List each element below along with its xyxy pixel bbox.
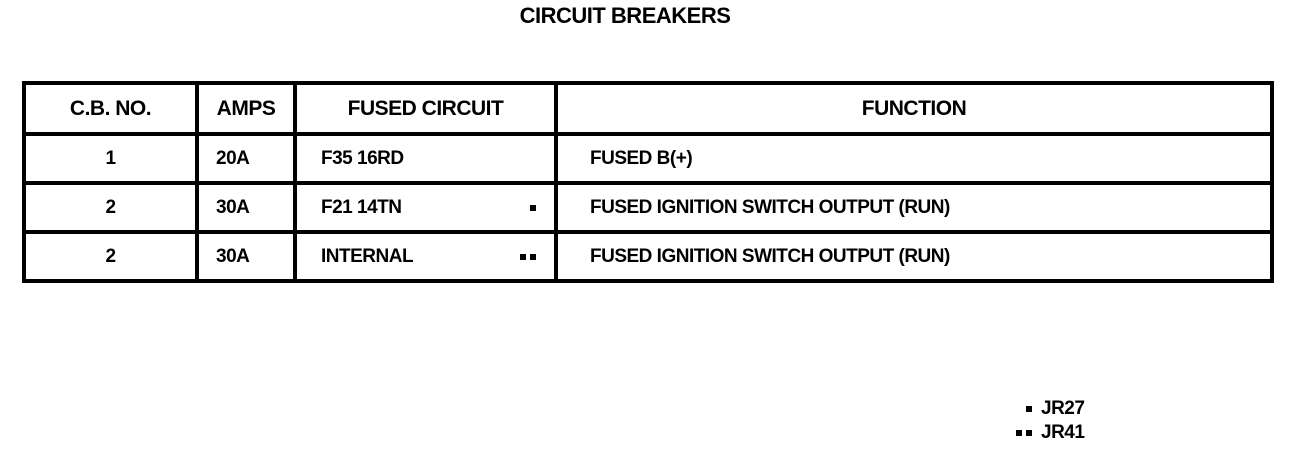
function-cell: FUSED IGNITION SWITCH OUTPUT (RUN) — [554, 230, 1274, 283]
legend-item: JR41 — [1002, 421, 1085, 445]
single-square-marker-icon — [1026, 406, 1032, 412]
table-row: 1 20A F35 16RD FUSED B(+) — [22, 132, 1274, 185]
legend-label: JR41 — [1041, 422, 1085, 443]
cb-no-cell: 2 — [22, 181, 199, 234]
legend-markers — [1002, 430, 1032, 436]
fused-circuit-cell: F35 16RD — [293, 132, 558, 185]
table-header-row: C.B. NO. AMPS FUSED CIRCUIT FUNCTION — [22, 81, 1274, 136]
single-square-marker-icon — [530, 204, 536, 211]
fused-circuit-cell: INTERNAL — [293, 230, 558, 283]
legend-markers — [1002, 406, 1032, 412]
amps-cell: 20A — [195, 132, 297, 185]
legend-label: JR27 — [1041, 398, 1085, 419]
double-square-marker-icon — [520, 253, 526, 260]
legend-item: JR27 — [1002, 397, 1085, 421]
connector-markers — [520, 253, 536, 260]
table-row: 2 30A F21 14TN FUSED IGNITION SWITCH OUT… — [22, 181, 1274, 234]
cb-no-cell: 1 — [22, 132, 199, 185]
column-header-amps: AMPS — [195, 81, 297, 136]
column-header-function: FUNCTION — [554, 81, 1274, 136]
fused-circuit-label: F21 14TN — [321, 196, 402, 218]
amps-cell: 30A — [195, 181, 297, 234]
column-header-fused-circuit: FUSED CIRCUIT — [293, 81, 558, 136]
cb-no-cell: 2 — [22, 230, 199, 283]
amps-cell: 30A — [195, 230, 297, 283]
double-square-marker-icon — [530, 253, 536, 260]
double-square-marker-icon — [1026, 430, 1032, 436]
page-title: CIRCUIT BREAKERS — [519, 3, 731, 28]
column-header-cb-no: C.B. NO. — [22, 81, 199, 136]
circuit-breakers-table: C.B. NO. AMPS FUSED CIRCUIT FUNCTION 1 2… — [22, 81, 1274, 283]
function-cell: FUSED IGNITION SWITCH OUTPUT (RUN) — [554, 181, 1274, 234]
fused-circuit-label: F35 16RD — [321, 147, 404, 169]
function-cell: FUSED B(+) — [554, 132, 1274, 185]
connector-markers — [530, 204, 536, 211]
fused-circuit-label: INTERNAL — [321, 245, 414, 267]
connector-legend: JR27 JR41 — [1002, 397, 1085, 445]
fused-circuit-cell: F21 14TN — [293, 181, 558, 234]
double-square-marker-icon — [1016, 430, 1022, 436]
table-row: 2 30A INTERNAL FUSED IGNITION SWITCH OUT… — [22, 230, 1274, 283]
